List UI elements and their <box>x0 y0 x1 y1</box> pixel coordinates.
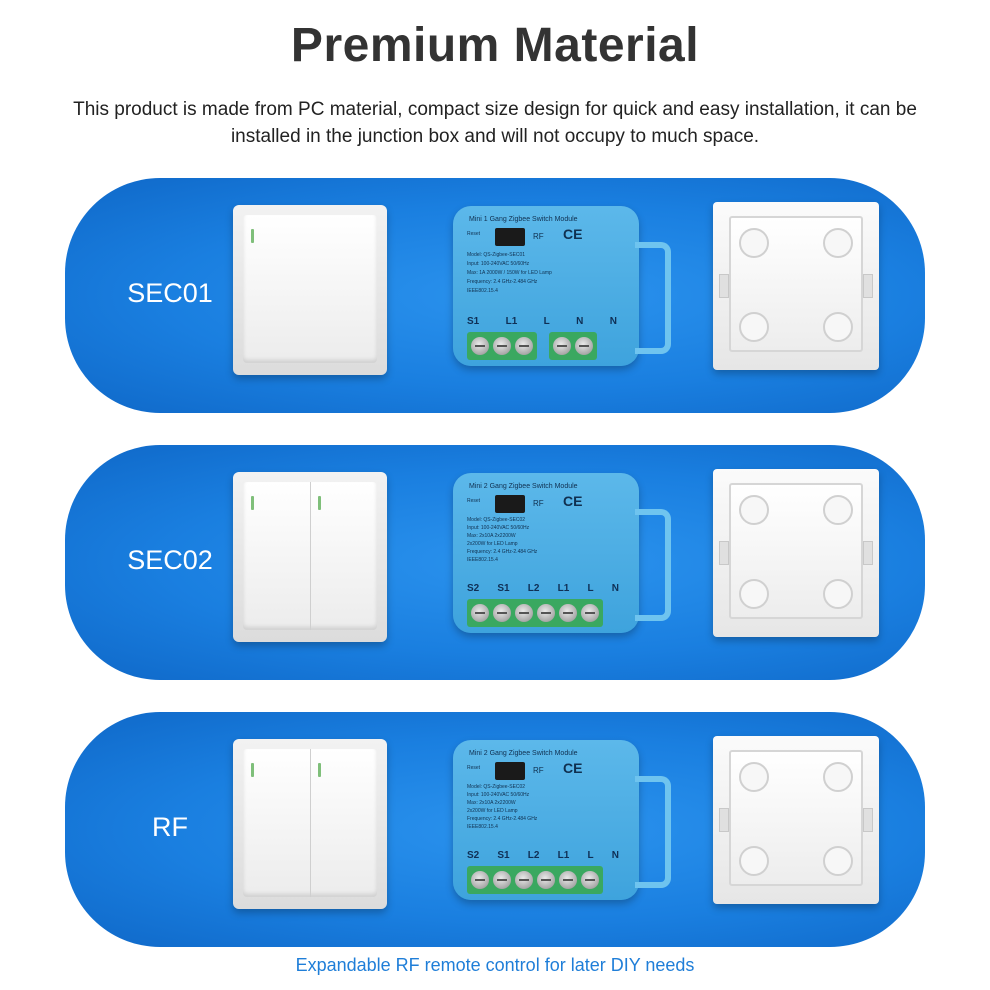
terminal-label: L1 <box>505 316 518 327</box>
variant-label: SEC02 <box>127 545 213 575</box>
screw-icon <box>537 871 555 889</box>
module-title: Mini 1 Gang Zigbee Switch Module <box>469 216 578 223</box>
spec-line: Frequency: 2.4 GHz-2.484 GHz <box>467 549 538 555</box>
terminal-block <box>467 599 603 627</box>
screw-icon <box>515 871 533 889</box>
footer-note: Expandable RF remote control for later D… <box>295 955 695 975</box>
spec-line: Max: 2x10A 2x2200W <box>467 533 516 539</box>
terminal-label: L1 <box>557 850 570 861</box>
spec-line: Model: QS-Zigbee-SEC01 <box>467 252 526 258</box>
spec-line: Input: 100-240VAC 50/60Hz <box>467 792 530 798</box>
spec-line: IEEE802.15.4 <box>467 824 498 830</box>
terminal-label: S1 <box>497 583 510 594</box>
spec-line: Frequency: 2.4 GHz-2.484 GHz <box>467 816 538 822</box>
terminal-label: L2 <box>527 850 540 861</box>
spec-line: Input: 100-240VAC 50/60Hz <box>467 525 530 531</box>
spec-line: IEEE802.15.4 <box>467 288 498 294</box>
terminal-labels: S2 S1 L2 L1 L N <box>467 583 619 594</box>
spec-line: 2x200W for LED Lamp <box>467 541 518 547</box>
screw-icon <box>515 604 533 622</box>
terminal-label: L <box>587 850 594 861</box>
wall-switch-2-gang <box>233 472 387 642</box>
screw-icon <box>537 604 555 622</box>
junction-box <box>713 202 879 370</box>
rf-label: RF <box>533 499 544 508</box>
terminal-label: N <box>576 316 584 327</box>
variant-label: RF <box>152 812 188 842</box>
module-port <box>495 495 525 513</box>
terminal-block <box>549 332 597 360</box>
terminal-block <box>467 332 537 360</box>
terminal-label: N <box>611 583 619 594</box>
terminal-label: L2 <box>527 583 540 594</box>
spec-line: 2x200W for LED Lamp <box>467 808 518 814</box>
terminal-label: S1 <box>497 850 510 861</box>
spec-line: Model: QS-Zigbee-SEC02 <box>467 517 526 523</box>
terminal-label: S2 <box>467 583 480 594</box>
ce-mark: CE <box>563 226 583 242</box>
spec-line: Input: 100-240VAC 50/60Hz <box>467 261 530 267</box>
module-port <box>495 762 525 780</box>
screw-icon <box>493 871 511 889</box>
screw-icon <box>493 337 511 355</box>
switch-module: Mini 2 Gang Zigbee Switch Module Reset R… <box>453 740 671 900</box>
variant-panel-sec01: SEC01 Mini 1 Gang Zigbee Switch Module R… <box>65 178 925 413</box>
terminal-labels: S2 S1 L2 L1 L N <box>467 850 619 861</box>
module-port <box>495 228 525 246</box>
module-title: Mini 2 Gang Zigbee Switch Module <box>469 483 578 490</box>
screw-icon <box>553 337 571 355</box>
terminal-labels: S1 L1 L N N <box>467 316 617 327</box>
spec-line: IEEE802.15.4 <box>467 557 498 563</box>
screw-icon <box>471 337 489 355</box>
screw-icon <box>493 604 511 622</box>
terminal-block <box>467 866 603 894</box>
terminal-label: L1 <box>557 583 570 594</box>
spec-line: Model: QS-Zigbee-SEC02 <box>467 784 526 790</box>
screw-icon <box>559 604 577 622</box>
product-description: This product is made from PC material, c… <box>73 99 917 147</box>
screw-icon <box>581 604 599 622</box>
spec-line: Max: 1A 2000W / 150W for LED Lamp <box>467 270 552 276</box>
terminal-label: S2 <box>467 850 480 861</box>
screw-icon <box>471 604 489 622</box>
switch-module: Mini 2 Gang Zigbee Switch Module Reset R… <box>453 473 671 633</box>
screw-icon <box>471 871 489 889</box>
switch-module: Mini 1 Gang Zigbee Switch Module Reset R… <box>453 206 671 366</box>
junction-box <box>713 469 879 637</box>
reset-label: Reset <box>467 231 481 237</box>
terminal-label: S1 <box>467 316 480 327</box>
module-title: Mini 2 Gang Zigbee Switch Module <box>469 750 578 757</box>
screw-icon <box>515 337 533 355</box>
reset-label: Reset <box>467 765 481 771</box>
ce-mark: CE <box>563 760 583 776</box>
junction-box <box>713 736 879 904</box>
page-title: Premium Material <box>290 19 700 72</box>
spec-line: Max: 2x10A 2x2200W <box>467 800 516 806</box>
terminal-label: L <box>587 583 594 594</box>
wall-switch-1-gang <box>233 205 387 375</box>
wall-switch-2-gang <box>233 739 387 909</box>
screw-icon <box>559 871 577 889</box>
ce-mark: CE <box>563 493 583 509</box>
variant-panel-sec02: SEC02 Mini 2 Gang Zigbee Switch Module R… <box>65 445 925 680</box>
screw-icon <box>575 337 593 355</box>
variant-panel-rf: RF Mini 2 Gang Zigbee Switch Module Rese… <box>65 712 925 947</box>
terminal-label: N <box>609 316 617 327</box>
terminal-label: N <box>611 850 619 861</box>
variant-label: SEC01 <box>127 278 213 308</box>
terminal-label: L <box>543 316 550 327</box>
spec-line: Frequency: 2.4 GHz-2.484 GHz <box>467 279 538 285</box>
reset-label: Reset <box>467 498 481 504</box>
rf-label: RF <box>533 766 544 775</box>
screw-icon <box>581 871 599 889</box>
rf-label: RF <box>533 232 544 241</box>
